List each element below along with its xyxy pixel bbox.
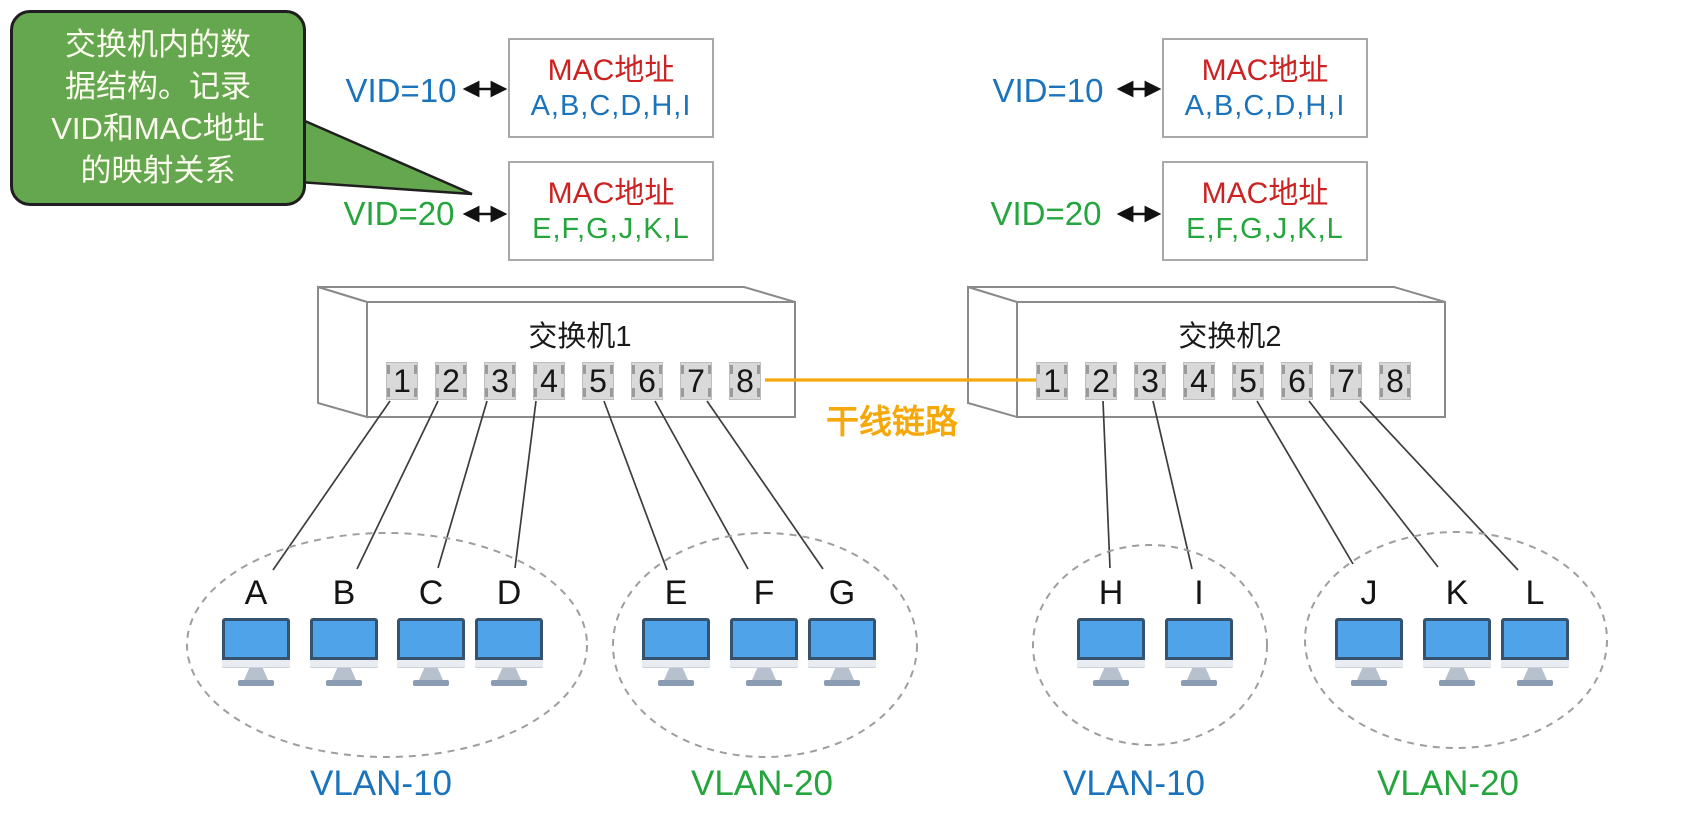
- switch2-box: [967, 285, 1446, 419]
- vid-10-label-right: VID=10: [992, 72, 1104, 109]
- vlan10-label-left: VLAN-10: [309, 764, 453, 803]
- switch1-port-5: 5: [582, 362, 614, 400]
- computer-icon: [397, 618, 465, 686]
- switch2-label: 交换机2: [1178, 321, 1282, 353]
- switch1-port-7: 7: [680, 362, 712, 400]
- mac-table-title: MAC地址: [547, 53, 675, 87]
- computer-k: K: [1419, 574, 1495, 686]
- switch1-ports: 1 2 3 4 5 6 7 8: [386, 362, 761, 400]
- computer-label: B: [332, 574, 356, 612]
- computer-label: G: [828, 574, 856, 612]
- vlan20-label-left: VLAN-20: [690, 764, 834, 803]
- computer-label: C: [418, 574, 444, 612]
- computer-icon: [1501, 618, 1569, 686]
- mac-table-entries: A,B,C,D,H,I: [1184, 89, 1346, 122]
- vid-10-label-left: VID=10: [345, 72, 457, 109]
- computer-icon: [1165, 618, 1233, 686]
- computer-label: L: [1525, 574, 1545, 612]
- switch1-port-8: 8: [729, 362, 761, 400]
- computer-icon: [1077, 618, 1145, 686]
- speech-bubble-text: 的映射关系: [80, 153, 236, 188]
- computer-j: J: [1331, 574, 1407, 686]
- swit2-port-3: 3: [1134, 362, 1166, 400]
- computer-a: A: [218, 574, 294, 686]
- switch2-port-7: 7: [1330, 362, 1362, 400]
- speech-bubble-tail: [296, 116, 473, 196]
- computer-icon: [642, 618, 710, 686]
- vlan20-label-right: VLAN-20: [1376, 764, 1520, 803]
- switch2-port-6: 6: [1281, 362, 1313, 400]
- mapping-arrows: [462, 80, 1162, 223]
- switch2-port-4: 4: [1183, 362, 1215, 400]
- speech-bubble-text: 据结构。记录: [65, 69, 251, 104]
- computer-label: A: [244, 574, 268, 612]
- computer-icon: [310, 618, 378, 686]
- computer-label: H: [1098, 574, 1124, 612]
- switch1-label: 交换机1: [528, 321, 632, 353]
- computer-icon: [475, 618, 543, 686]
- computer-b: B: [306, 574, 382, 686]
- computer-icon: [1335, 618, 1403, 686]
- switch2-ports: 1 2 3 4 5 6 7 8: [1036, 362, 1411, 400]
- mac-table-vid10-left: MAC地址 A,B,C,D,H,I: [508, 38, 714, 138]
- computer-label: E: [664, 574, 688, 612]
- switch1-port-6: 6: [631, 362, 663, 400]
- switch2-port-8: 8: [1379, 362, 1411, 400]
- switch2-cables: [1102, 400, 1519, 571]
- speech-bubble: 交换机内的数 据结构。记录 VID和MAC地址 的映射关系: [10, 10, 306, 206]
- computer-icon: [808, 618, 876, 686]
- computer-label: J: [1360, 574, 1378, 612]
- trunk-link-label: 干线链路: [826, 403, 958, 440]
- mac-table-vid10-right: MAC地址 A,B,C,D,H,I: [1162, 38, 1368, 138]
- computer-label: I: [1194, 574, 1204, 612]
- mac-table-title: MAC地址: [547, 176, 675, 210]
- computer-c: C: [393, 574, 469, 686]
- computer-h: H: [1073, 574, 1149, 686]
- computer-icon: [1423, 618, 1491, 686]
- computer-l: L: [1497, 574, 1573, 686]
- mac-table-entries: A,B,C,D,H,I: [530, 89, 692, 122]
- vid-20-label-right: VID=20: [990, 195, 1102, 232]
- computer-label: F: [753, 574, 775, 612]
- mac-table-vid20-left: MAC地址 E,F,G,J,K,L: [508, 161, 714, 261]
- computer-e: E: [638, 574, 714, 686]
- speech-bubble-text: VID和MAC地址: [51, 111, 265, 146]
- switch1-port-1: 1: [386, 362, 418, 400]
- speech-bubble-text: 交换机内的数: [65, 27, 251, 62]
- mac-table-title: MAC地址: [1201, 53, 1329, 87]
- computer-label: D: [496, 574, 522, 612]
- computer-i: I: [1161, 574, 1237, 686]
- computer-d: D: [471, 574, 547, 686]
- mac-table-title: MAC地址: [1201, 176, 1329, 210]
- switch1-port-3: 3: [484, 362, 516, 400]
- vlan10-label-right: VLAN-10: [1062, 764, 1206, 803]
- computer-icon: [222, 618, 290, 686]
- mac-table-vid20-right: MAC地址 E,F,G,J,K,L: [1162, 161, 1368, 261]
- switch2-port-5: 5: [1232, 362, 1264, 400]
- switch2-port-2: 2: [1085, 362, 1117, 400]
- computer-icon: [730, 618, 798, 686]
- mac-table-entries: E,F,G,J,K,L: [1186, 212, 1344, 245]
- computer-g: G: [804, 574, 880, 686]
- vid-20-label-left: VID=20: [343, 195, 455, 232]
- switch2-port-1: 1: [1036, 362, 1068, 400]
- switch1-cables: [272, 400, 824, 571]
- vlan-ellipses: [186, 531, 1608, 758]
- switch1-port-2: 2: [435, 362, 467, 400]
- computer-label: K: [1445, 574, 1469, 612]
- mac-table-entries: E,F,G,J,K,L: [532, 212, 690, 245]
- computer-f: F: [726, 574, 802, 686]
- switch1-port-4: 4: [533, 362, 565, 400]
